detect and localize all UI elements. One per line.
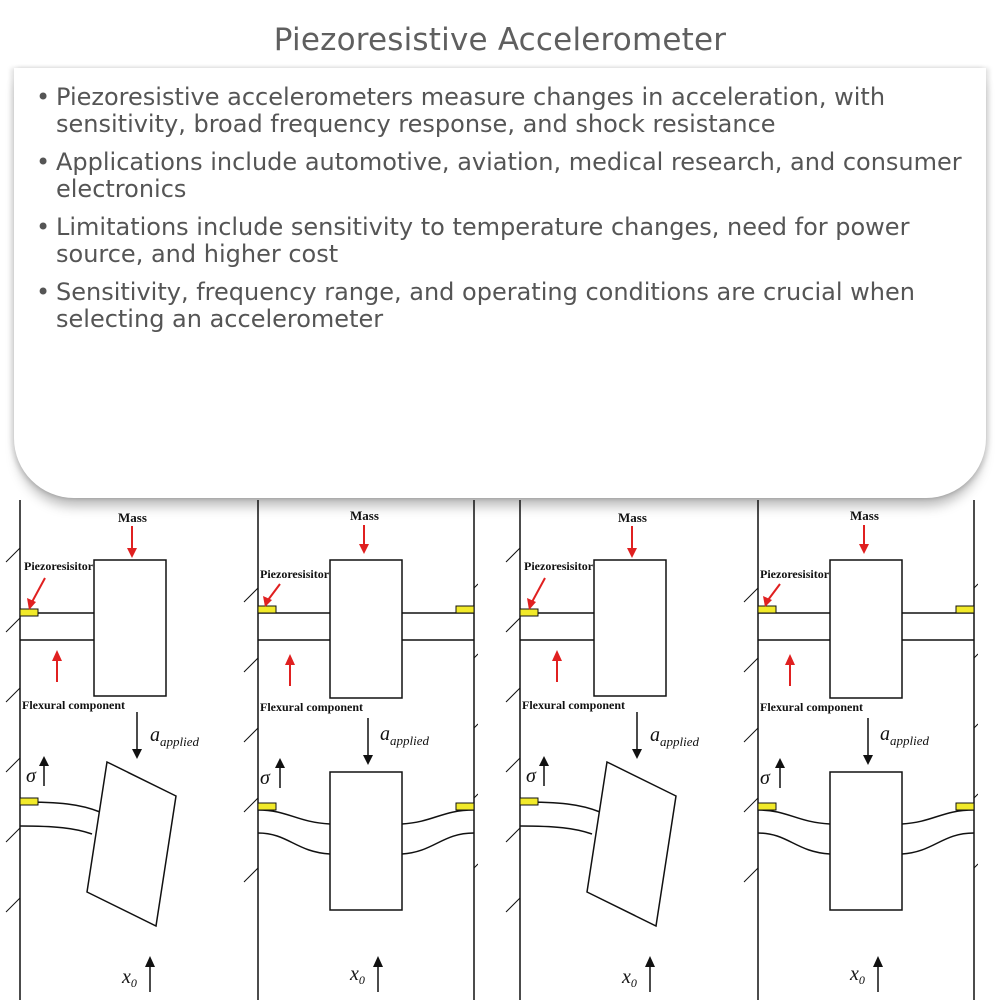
mass-label: Mass: [350, 508, 379, 523]
svg-text:aapplied: aapplied: [880, 723, 929, 748]
bullet-item: Limitations include sensitivity to tempe…: [36, 214, 966, 268]
deflected-beam-bottom-right: [401, 832, 475, 855]
accel-symbol: a: [150, 724, 160, 746]
bullet-item: Sensitivity, frequency range, and operat…: [36, 279, 966, 333]
wall-hatching: [5, 547, 21, 913]
bullet-item: Applications include automotive, aviatio…: [36, 149, 966, 203]
diagram-panel-single-cantilever-b: Mass Piezoresisitor Flexural component a…: [500, 500, 740, 1000]
piezoresistor-label: Piezoresisitor: [524, 559, 594, 573]
proof-mass: [593, 559, 667, 697]
svg-text:x0: x0: [621, 966, 637, 990]
piezoresistor: [519, 608, 539, 617]
piezoresistor: [19, 608, 39, 617]
deflected-beam-bottom: [19, 825, 93, 835]
diagram-panel-single-cantilever-a: Mass Piezoresisitor Flexural component a…: [0, 500, 240, 1000]
diagram-panel-double-cantilever-b: Mass Piezoresisitor Flexural component a…: [738, 500, 978, 1000]
piezoresistor: [757, 802, 777, 811]
piezo-arrow: [531, 577, 546, 603]
proof-mass-deflected: [829, 771, 903, 911]
deflected-beam-top: [757, 809, 831, 825]
accel-subscript: applied: [160, 734, 199, 749]
bullet-list: Piezoresistive accelerometers measure ch…: [36, 84, 966, 344]
accel-symbol: a: [380, 723, 390, 745]
accel-symbol: a: [880, 723, 890, 745]
flexural-label: Flexural component: [260, 700, 363, 714]
svg-text:aapplied: aapplied: [150, 724, 199, 749]
deflected-beam-bottom-right: [901, 832, 975, 855]
proof-mass-deflected: [329, 771, 403, 911]
x0-subscript: 0: [631, 976, 637, 990]
flexural-label: Flexural component: [522, 698, 625, 712]
x0-subscript: 0: [359, 973, 365, 987]
accel-subscript: applied: [890, 733, 929, 748]
x0-symbol: x: [121, 966, 131, 988]
x0-subscript: 0: [131, 976, 137, 990]
accel-subscript: applied: [390, 733, 429, 748]
piezoresistor-label: Piezoresisitor: [760, 567, 830, 581]
sigma-label: σ: [26, 765, 37, 787]
deflected-beam-top: [257, 809, 331, 825]
piezoresistor: [519, 797, 539, 806]
piezoresistor: [757, 605, 777, 614]
svg-text:aapplied: aapplied: [650, 724, 699, 749]
piezoresistor: [455, 605, 475, 614]
piezoresistor: [955, 802, 975, 811]
accel-symbol: a: [650, 724, 660, 746]
bullet-item: Piezoresistive accelerometers measure ch…: [36, 84, 966, 138]
sigma-label: σ: [760, 767, 771, 789]
svg-text:aapplied: aapplied: [380, 723, 429, 748]
x0-symbol: x: [621, 966, 631, 988]
x0-symbol: x: [849, 963, 859, 985]
piezoresistor: [19, 797, 39, 806]
page-title: Piezoresistive Accelerometer: [273, 22, 727, 58]
piezo-arrow: [767, 583, 781, 601]
proof-mass: [829, 559, 903, 699]
flexural-label: Flexural component: [22, 698, 125, 712]
sigma-label: σ: [526, 765, 537, 787]
tilted-mass: [86, 760, 177, 928]
piezoresistor-label: Piezoresisitor: [260, 567, 330, 581]
piezo-arrow: [31, 577, 46, 603]
piezoresistor-label: Piezoresisitor: [24, 559, 94, 573]
mass-label: Mass: [618, 510, 647, 525]
x0-symbol: x: [349, 963, 359, 985]
diagram-panel-double-cantilever-a: Mass Piezoresisitor Flexural component a…: [238, 500, 478, 1000]
wall-hatching: [243, 583, 478, 883]
piezoresistor: [955, 605, 975, 614]
deflected-beam-top-right: [901, 809, 975, 825]
proof-mass: [329, 559, 403, 699]
deflected-beam-bottom: [257, 832, 331, 855]
deflected-beam-top-right: [401, 809, 475, 825]
piezoresistor: [455, 802, 475, 811]
piezo-arrow: [267, 583, 281, 601]
sigma-label: σ: [260, 767, 271, 789]
svg-text:x0: x0: [849, 963, 865, 987]
flexural-label: Flexural component: [760, 700, 863, 714]
wall-hatching: [505, 547, 521, 913]
mass-label: Mass: [118, 510, 147, 525]
mass-label: Mass: [850, 508, 879, 523]
tilted-mass: [586, 760, 677, 928]
svg-text:x0: x0: [349, 963, 365, 987]
deflected-beam-bottom: [519, 825, 593, 835]
accel-subscript: applied: [660, 734, 699, 749]
x0-subscript: 0: [859, 973, 865, 987]
wall-hatching: [743, 583, 978, 883]
piezoresistor: [257, 605, 277, 614]
deflected-beam-bottom: [757, 832, 831, 855]
svg-text:x0: x0: [121, 966, 137, 990]
piezoresistor: [257, 802, 277, 811]
proof-mass: [93, 559, 167, 697]
